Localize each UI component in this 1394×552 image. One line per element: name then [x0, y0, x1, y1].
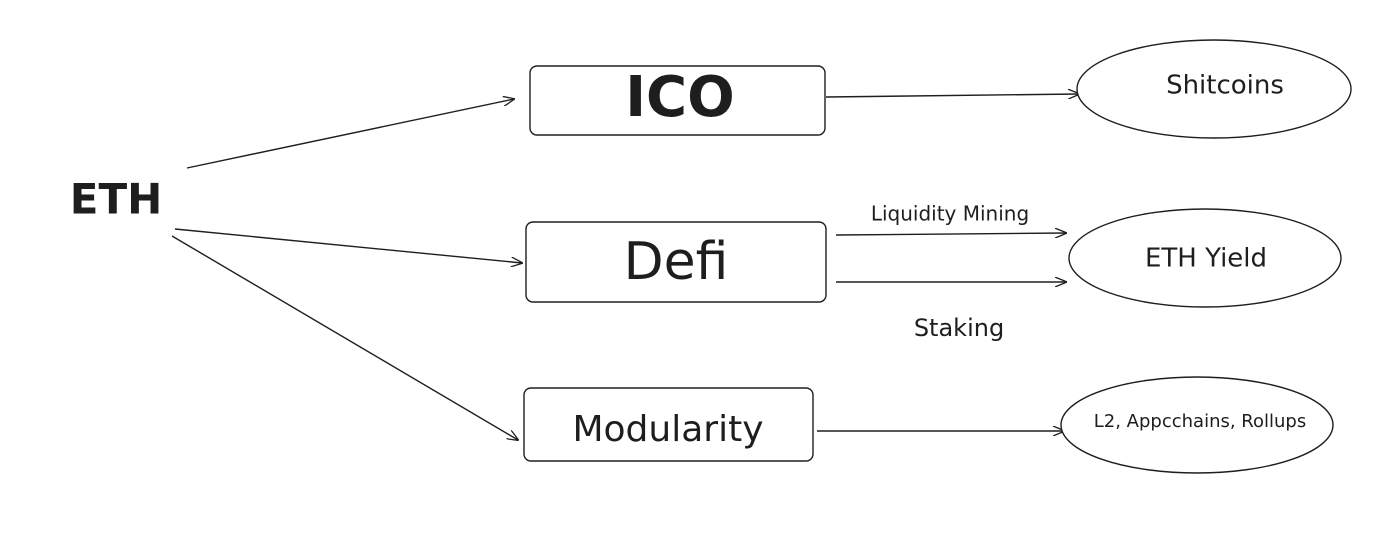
node-ico: ICO — [529, 65, 826, 136]
node-l2-ellipse — [1060, 376, 1334, 474]
node-eth-yield-ellipse — [1068, 208, 1342, 308]
node-modularity-box — [523, 387, 814, 462]
node-eth-yield: ETH Yield — [1068, 208, 1342, 308]
node-defi-label: Defi — [624, 232, 729, 292]
arrow-eth-to-modularity — [171, 235, 518, 440]
node-shitcoins-label: Shitcoins — [1166, 71, 1284, 101]
edge-label-staking: Staking — [914, 314, 1004, 342]
node-ico-label: ICO — [625, 65, 735, 130]
arrow-ico-to-shitcoins — [825, 94, 1079, 97]
edge-label-liquidity-mining: Liquidity Mining — [871, 202, 1029, 226]
node-l2: L2, Appcchains, Rollups — [1060, 376, 1334, 474]
arrow-eth-to-ico — [186, 99, 514, 169]
node-defi: Defi — [525, 221, 827, 303]
node-defi-box — [525, 221, 827, 303]
node-modularity-label: Modularity — [572, 409, 763, 450]
arrow-eth-to-defi — [174, 228, 522, 263]
arrow-defi-liquidity-mining — [835, 233, 1066, 235]
node-shitcoins: Shitcoins — [1076, 39, 1352, 139]
node-eth-yield-label: ETH Yield — [1145, 244, 1267, 274]
node-ico-box — [529, 65, 826, 136]
node-eth: ETH — [70, 175, 163, 224]
node-modularity: Modularity — [523, 387, 814, 462]
node-shitcoins-ellipse — [1076, 39, 1352, 139]
node-l2-label: L2, Appcchains, Rollups — [1094, 411, 1306, 432]
